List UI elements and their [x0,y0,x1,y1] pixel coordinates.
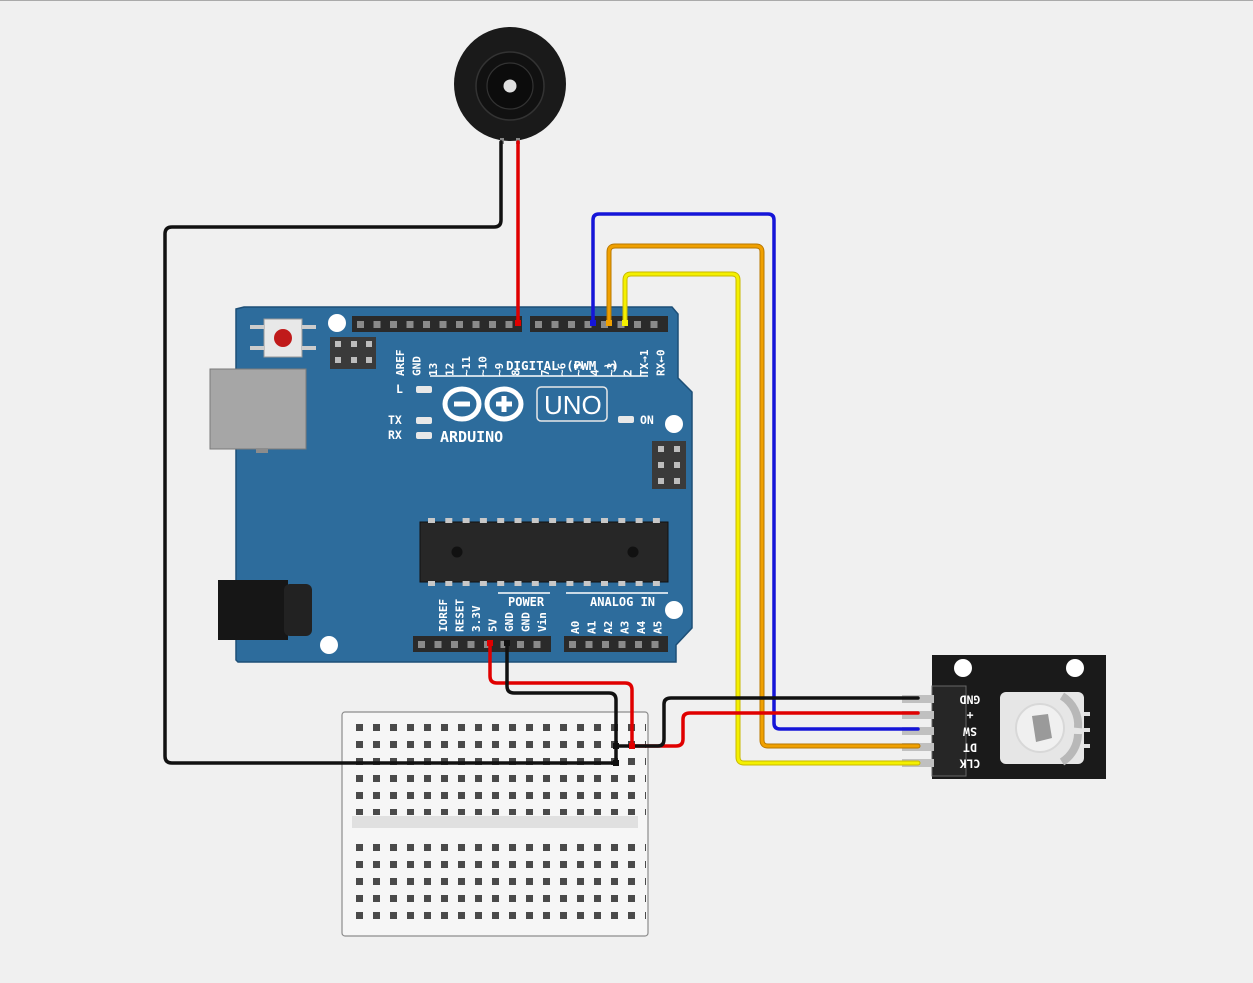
pin-label: ~3 [605,363,618,376]
pin-label: AREF [394,350,407,377]
arduino-brand-text: ARDUINO [440,428,503,446]
mounting-hole [665,415,683,433]
pin-label: 13 [427,363,440,376]
wire-vcc-encoder[interactable] [630,711,920,748]
breadboard-center-channel [352,816,638,828]
pin-label: 8 [510,369,523,376]
analog-section-label: ANALOG IN [590,595,655,609]
encoder-pins [902,695,934,767]
pin-label: A1 [586,620,599,634]
pin-label: ~9 [493,363,506,376]
led-rx-label: RX [388,428,402,442]
breadboard[interactable] [341,711,649,937]
led-on-label: ON [640,413,654,427]
dc-power-jack [218,580,312,640]
pin-label: 7 [539,369,552,376]
encoder-pin-label: SW [963,725,977,739]
piezo-buzzer-icon[interactable] [454,27,566,144]
pin-label: IOREF [437,599,450,632]
icsp-header-top [330,337,376,369]
pin-label: A2 [602,621,615,634]
encoder-pin-labels: GND + SW DT CLK [960,693,981,771]
mounting-hole [328,314,346,332]
encoder-pin-label: GND [960,693,981,707]
digital-header-left [352,316,522,332]
led-l-label: L [396,382,403,396]
pin-label: 5V [487,618,500,632]
usb-port [209,368,307,450]
encoder-pin-label: CLK [960,757,981,771]
pin-label: RX←0 [655,350,668,377]
pin-label: A5 [652,621,665,634]
power-header [413,636,551,652]
wire-buzzer-gnd[interactable] [163,140,618,765]
pin-label: A4 [635,620,648,634]
pin-label: 3.3V [470,605,483,632]
encoder-pin-label: DT [963,741,977,755]
encoder-pin-label: + [966,709,973,723]
led-tx-label: TX [388,413,402,427]
pin-label: GND [411,356,424,376]
pin-label: ~10 [477,356,490,376]
pin-label: Vin [536,612,549,632]
led-l [416,386,432,393]
rotary-encoder-module[interactable]: GND + SW DT CLK [902,655,1106,779]
led-tx [416,417,432,424]
pin-label: 12 [444,363,457,376]
analog-header [564,636,668,652]
arduino-model-text: UNO [544,390,602,420]
breadboard-holes-bottom [356,843,646,927]
wire-gnd-encoder[interactable] [614,696,920,748]
led-on [618,416,634,423]
rotary-knob-icon [1000,692,1090,766]
wire-gnd-breadboard[interactable] [505,641,618,765]
pin-label: ~5 [572,363,585,376]
wire-5v-breadboard[interactable] [488,641,634,748]
pin-label: A0 [569,621,582,634]
atmega-chip [419,518,669,586]
led-rx [416,432,432,439]
pin-label: ~6 [556,362,569,376]
icsp-header-right [652,441,686,489]
reset-button[interactable] [250,318,316,358]
pin-label: 2 [622,369,635,376]
wire-endpoints [487,320,635,766]
wire-sw-pin4[interactable] [591,212,920,731]
pin-label: TX→1 [638,349,651,376]
pin-label: GND [503,612,516,632]
digital-header-right [530,316,668,332]
pin-label: 4 [589,369,602,376]
pin-label: A3 [619,621,632,634]
infinity-logo-icon [442,386,524,422]
pin-label: ~11 [460,356,473,376]
mounting-hole [320,636,338,654]
digital-section-label: DIGITAL (PWM ~) [506,358,619,373]
pin-label: RESET [454,599,467,632]
mounting-hole [665,601,683,619]
breadboard-holes-top [356,724,646,815]
power-section-label: POWER [508,595,545,609]
pin-label: GND [520,612,533,632]
